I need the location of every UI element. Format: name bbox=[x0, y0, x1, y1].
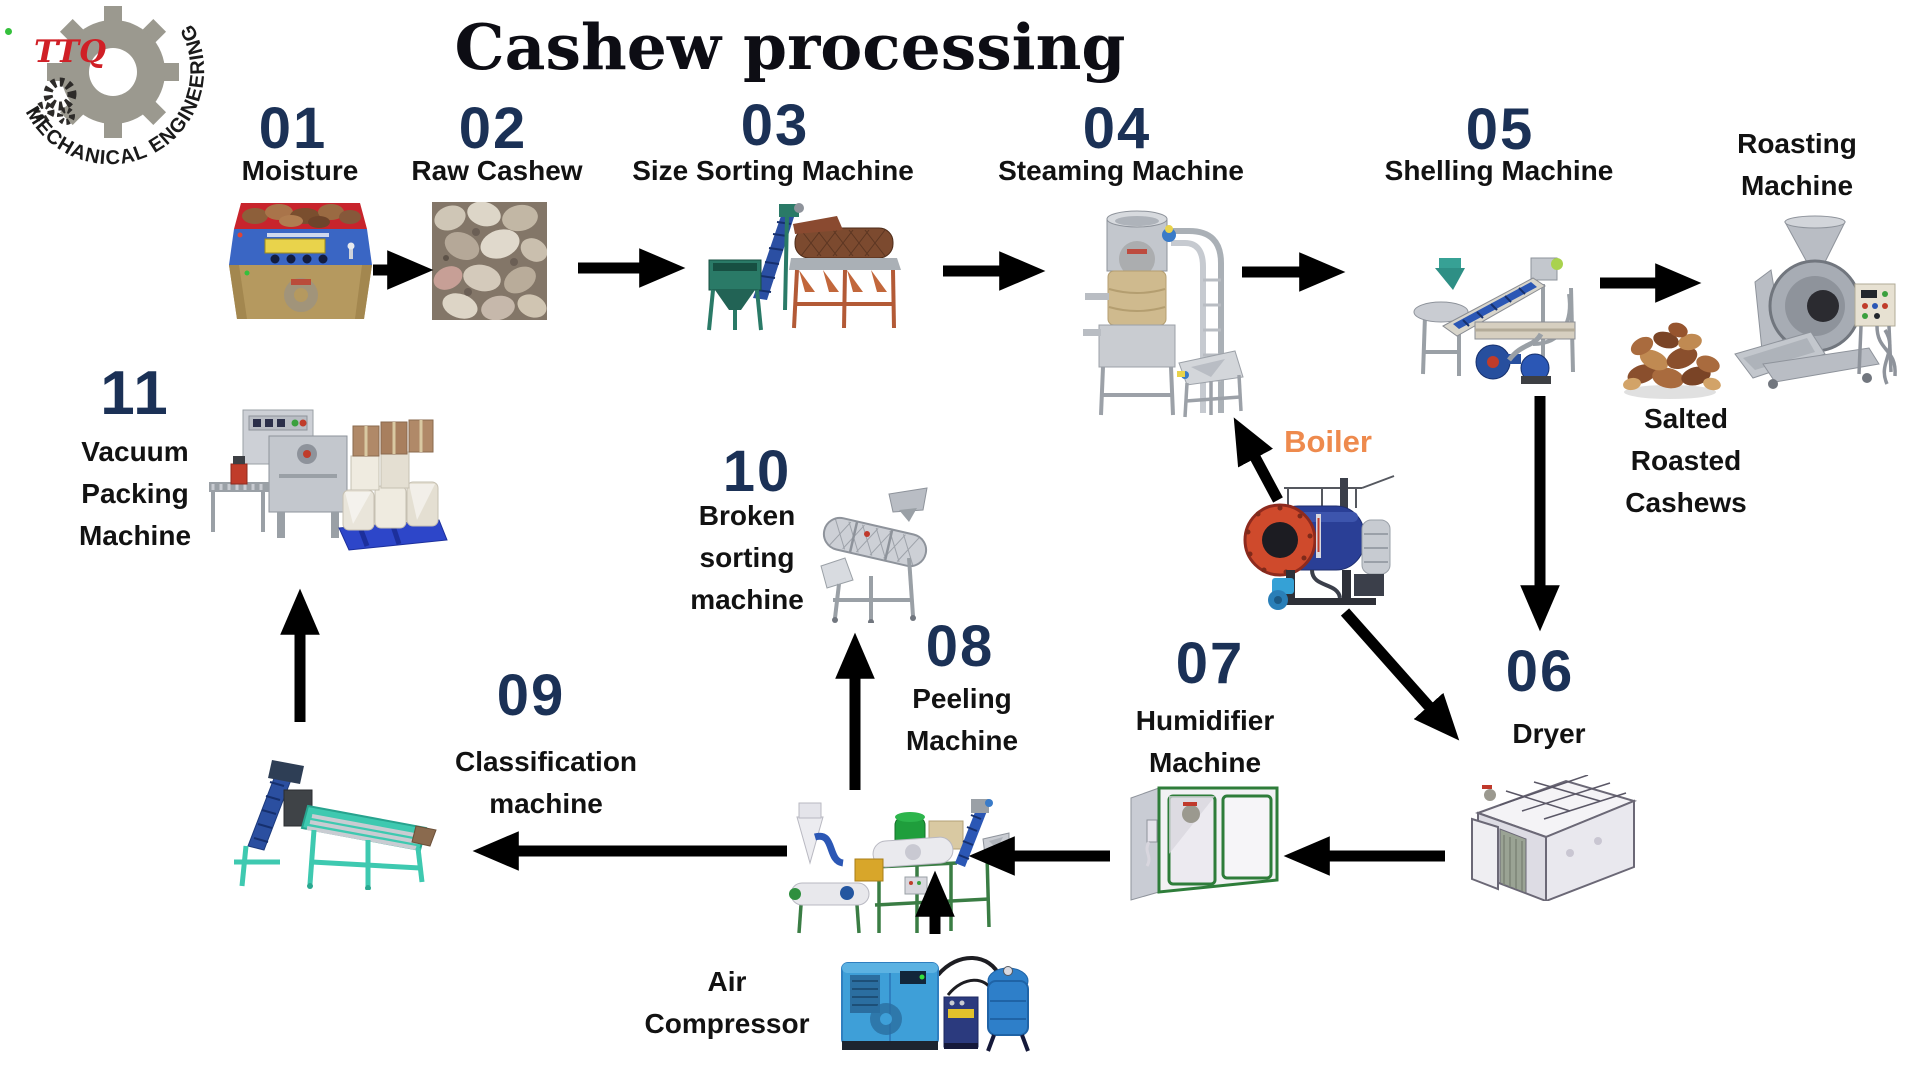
steaming-machine-image bbox=[1083, 205, 1244, 420]
step-label-broken-sorting: Broken sorting machine bbox=[690, 500, 804, 615]
broken-sorting-machine-image bbox=[817, 486, 934, 623]
humidifier-machine-image bbox=[1127, 780, 1281, 901]
step-label-size-sorting: Size Sorting Machine bbox=[632, 155, 914, 186]
salted-cashews-image bbox=[1620, 322, 1721, 401]
moisture-machine-image bbox=[227, 203, 374, 321]
page-title: Cashew processing bbox=[454, 10, 1126, 84]
step-number-09: 09 bbox=[496, 663, 566, 728]
step-number-07: 07 bbox=[1175, 631, 1245, 696]
step-number-06: 06 bbox=[1505, 639, 1575, 704]
step-label-shelling: Shelling Machine bbox=[1384, 155, 1614, 186]
arrow-boiler-06 bbox=[1340, 608, 1460, 741]
step-label-steaming: Steaming Machine bbox=[998, 155, 1244, 186]
arrow-boiler-04 bbox=[1233, 417, 1283, 503]
step-number-02: 02 bbox=[458, 96, 528, 161]
vacuum-packing-machine-image bbox=[203, 408, 448, 558]
salted-roasted-cashews-label: Salted Roasted Cashews bbox=[1625, 403, 1747, 518]
size-sorting-machine-image bbox=[695, 200, 908, 333]
step-label-moisture: Moisture bbox=[241, 155, 359, 186]
boiler-image bbox=[1242, 470, 1402, 620]
ttq-logo: TTQ MECHANICAL ENGINEERING bbox=[21, 6, 208, 169]
step-number-08: 08 bbox=[925, 614, 995, 679]
step-label-humidifier: Humidifier Machine bbox=[1135, 705, 1275, 778]
step-number-03: 03 bbox=[740, 93, 810, 158]
green-dot bbox=[5, 28, 12, 35]
gear-icon bbox=[33, 6, 179, 138]
step-number-04: 04 bbox=[1082, 96, 1152, 161]
shelling-machine-image bbox=[1413, 224, 1585, 394]
step-number-10: 10 bbox=[722, 439, 792, 504]
step-number-11: 11 bbox=[100, 359, 170, 428]
step-number-05: 05 bbox=[1465, 97, 1535, 162]
boiler-label: Boiler bbox=[1284, 424, 1372, 459]
logo-abbr: TTQ bbox=[34, 34, 106, 70]
raw-cashew-image bbox=[432, 202, 547, 320]
step-label-raw-cashew: Raw Cashew bbox=[411, 155, 583, 186]
air-compressor-label: Air Compressor bbox=[644, 966, 810, 1039]
roasting-machine-image bbox=[1727, 212, 1901, 400]
classification-machine-image bbox=[220, 750, 441, 890]
dryer-image bbox=[1470, 775, 1641, 901]
step-number-01: 01 bbox=[258, 96, 328, 161]
step-label-peeling: Peeling Machine bbox=[905, 683, 1019, 756]
step-label-vacuum-packing: Vacuum Packing Machine bbox=[78, 436, 192, 551]
air-compressor-image bbox=[840, 945, 1038, 1055]
roasting-machine-label: Roasting Machine bbox=[1737, 128, 1857, 201]
step-label-dryer: Dryer bbox=[1512, 718, 1586, 749]
step-label-classification: Classification machine bbox=[454, 746, 638, 819]
